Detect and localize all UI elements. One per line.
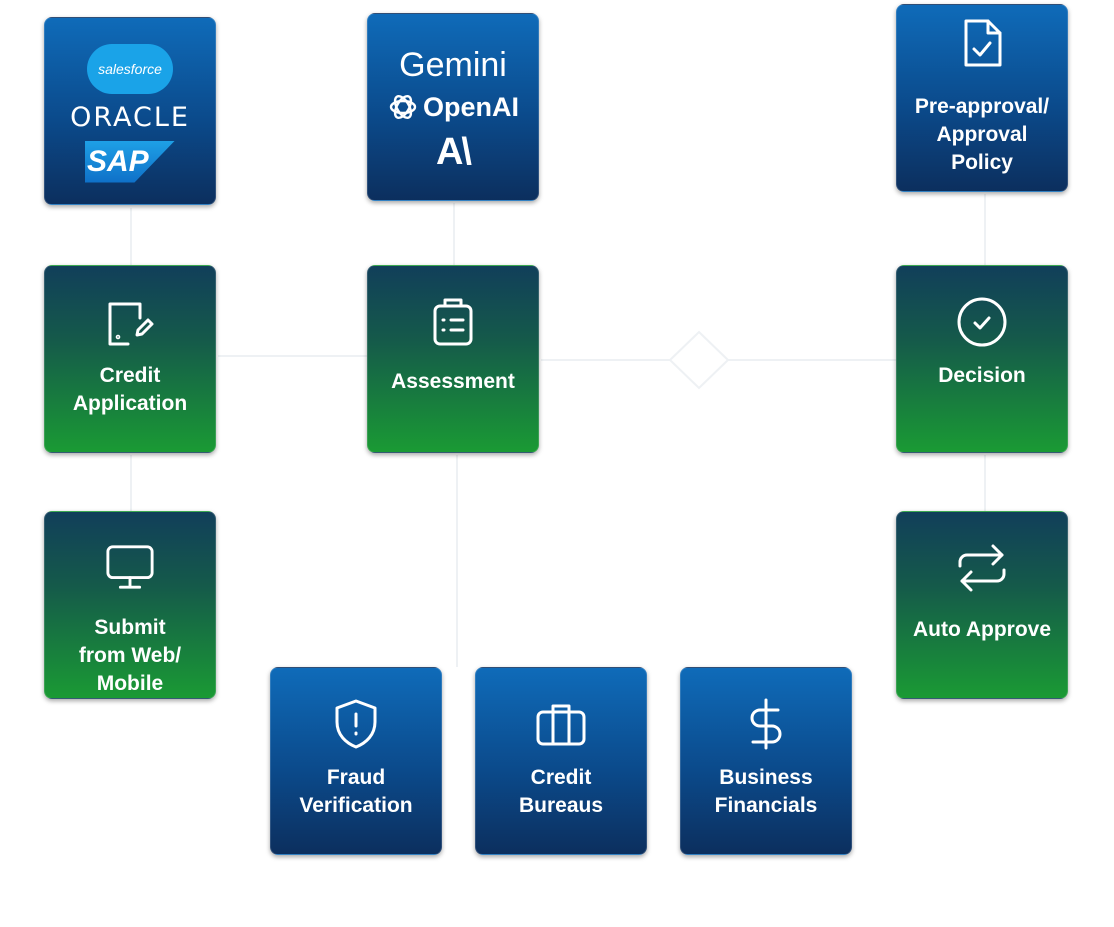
- clipboard-list-icon: [433, 298, 473, 346]
- submit-node[interactable]: Submit from Web/ Mobile: [44, 511, 216, 699]
- fraud-verification-label: Fraud Verification: [299, 766, 413, 817]
- business-financials-node[interactable]: Business Financials: [680, 667, 852, 855]
- openai-label: OpenAI: [422, 91, 519, 122]
- policy-node[interactable]: Pre-approval/ Approval Policy: [896, 4, 1068, 192]
- gemini-logo: Gemini: [399, 46, 507, 84]
- credit-application-label: Credit Application: [72, 364, 188, 415]
- business-financials-label: Business Financials: [714, 766, 818, 817]
- document-check-icon: [964, 19, 1002, 67]
- sap-logo: SAP: [85, 140, 175, 183]
- oracle-logo: ORACLE: [70, 101, 190, 133]
- anthropic-logo: A\: [435, 131, 472, 173]
- auto-approve-label: Auto Approve: [912, 618, 1052, 641]
- briefcase-icon: [536, 704, 586, 746]
- repeat-arrows-icon: [958, 544, 1006, 592]
- ai-providers-card: Gemini OpenAI A\: [367, 13, 539, 201]
- openai-icon: [389, 94, 417, 120]
- salesforce-logo: salesforce: [87, 43, 173, 94]
- auto-approve-node[interactable]: Auto Approve: [896, 511, 1068, 699]
- document-edit-icon: [108, 302, 154, 346]
- crm-erp-logos-card: salesforce ORACLE SAP: [44, 17, 216, 205]
- assessment-node[interactable]: Assessment: [367, 265, 539, 453]
- decision-label: Decision: [938, 364, 1026, 387]
- submit-label: Submit from Web/ Mobile: [78, 616, 182, 695]
- decision-node[interactable]: Decision: [896, 265, 1068, 453]
- credit-bureaus-label: Credit Bureaus: [518, 766, 604, 817]
- credit-application-node[interactable]: Credit Application: [44, 265, 216, 453]
- dollar-icon: [750, 698, 782, 750]
- shield-alert-icon: [335, 699, 377, 749]
- credit-bureaus-node[interactable]: Credit Bureaus: [475, 667, 647, 855]
- policy-label: Pre-approval/ Approval Policy: [914, 95, 1050, 174]
- fraud-verification-node[interactable]: Fraud Verification: [270, 667, 442, 855]
- check-circle-icon: [957, 297, 1007, 347]
- openai-logo: OpenAI: [387, 91, 519, 123]
- assessment-label: Assessment: [391, 370, 515, 393]
- monitor-icon: [106, 545, 154, 589]
